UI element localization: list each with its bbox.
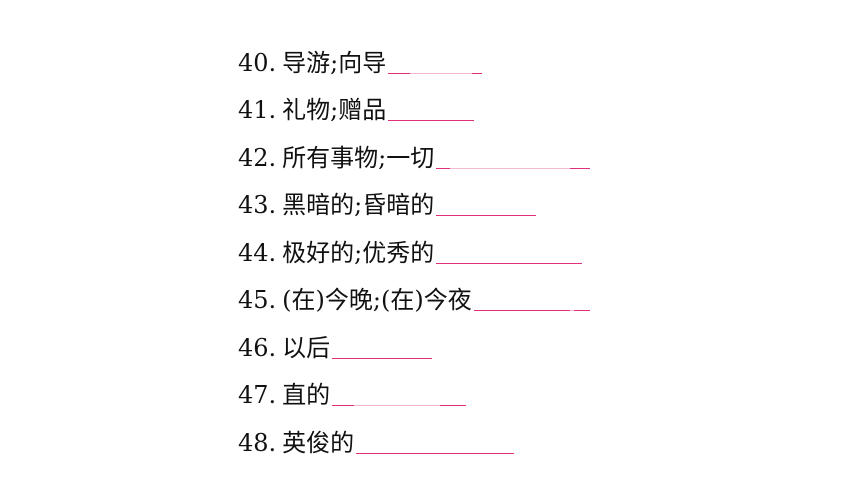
item-40: 40. 导游;向导 (238, 30, 658, 78)
item-number: 41. (238, 96, 277, 124)
item-43: 43. 黑暗的;昏暗的 (238, 173, 658, 221)
vocabulary-worksheet: 40. 导游;向导 41. 礼物;赠品 42. 所有事物;一切 43. 黑暗的;… (238, 30, 658, 458)
item-prompt: 英俊的 (282, 428, 355, 457)
answer-blank[interactable] (332, 382, 467, 406)
item-number: 44. (238, 238, 277, 267)
answer-blank[interactable] (388, 96, 475, 121)
item-number: 47. (238, 381, 277, 409)
item-prompt: 直的 (282, 381, 331, 409)
item-47: 47. 直的 (238, 363, 658, 411)
item-number: 46. (238, 333, 277, 362)
item-number: 43. (238, 191, 277, 219)
item-prompt: 极好的;优秀的 (282, 238, 435, 267)
item-46: 46. 以后 (238, 315, 658, 363)
item-prompt: 黑暗的;昏暗的 (282, 191, 435, 219)
answer-blank[interactable] (436, 239, 583, 264)
item-number: 48. (238, 428, 277, 457)
item-45: 45. (在)今晚;(在)今夜 (238, 268, 658, 316)
item-prompt: 以后 (282, 333, 331, 362)
answer-blank[interactable] (332, 334, 433, 359)
item-42: 42. 所有事物;一切 (238, 125, 658, 173)
answer-blank[interactable] (473, 287, 590, 311)
item-number: 45. (238, 286, 277, 314)
answer-blank[interactable] (436, 145, 591, 169)
item-44: 44. 极好的;优秀的 (238, 220, 658, 268)
item-prompt: 礼物;赠品 (282, 96, 387, 124)
item-41: 41. 礼物;赠品 (238, 78, 658, 126)
item-number: 40. (238, 48, 277, 77)
answer-blank[interactable] (356, 429, 515, 454)
item-prompt: 导游;向导 (282, 48, 387, 77)
answer-blank[interactable] (436, 191, 537, 216)
item-prompt: 所有事物;一切 (282, 143, 435, 172)
item-prompt: (在)今晚;(在)今夜 (282, 286, 472, 314)
item-number: 42. (238, 143, 277, 172)
item-48: 48. 英俊的 (238, 410, 658, 458)
answer-blank[interactable] (388, 50, 483, 74)
